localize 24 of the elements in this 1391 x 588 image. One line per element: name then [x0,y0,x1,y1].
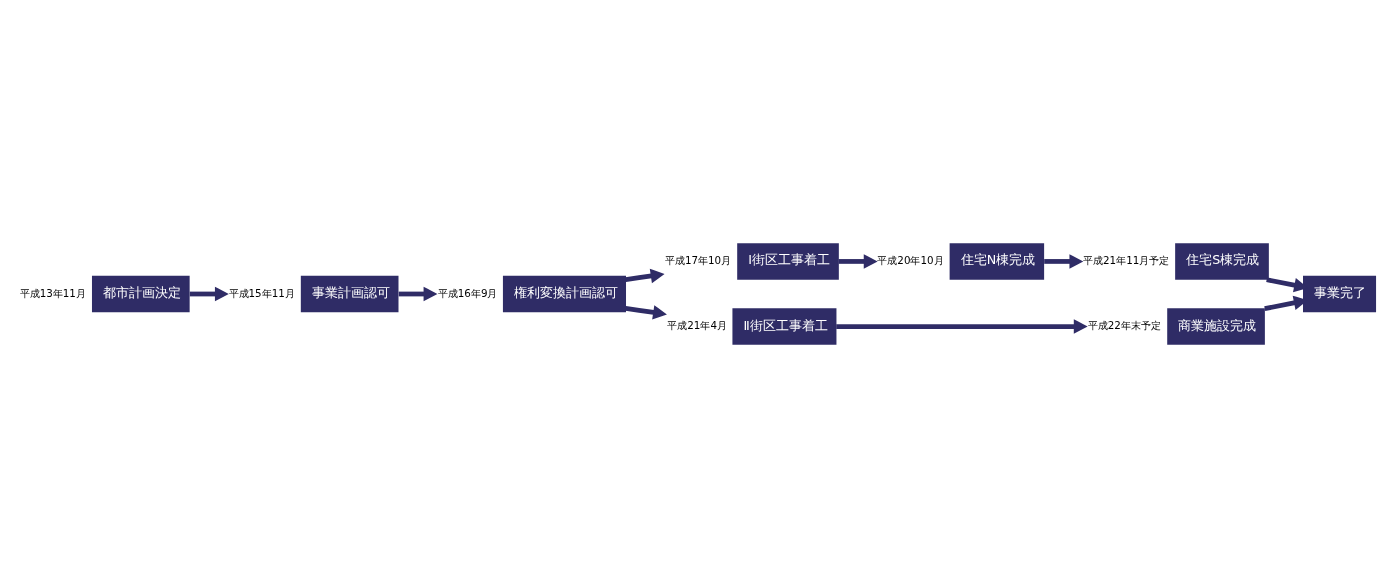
node-box: 権利変換計画認可 [502,275,626,313]
arrow [398,286,438,302]
node-box: 住宅S棟完成 [1175,243,1269,280]
arrow [838,254,878,269]
node-box: 事業計画認可 [300,275,399,313]
node-box: 都市計画決定 [91,275,190,313]
arrow [625,305,667,320]
arrow [836,319,1088,334]
node-label: 平成21年4月 [667,319,727,332]
node-box: Ⅰ街区工事着工 [737,243,839,280]
node-label: 平成13年11月 [19,286,86,299]
node-label: 平成21年11月予定 [1083,254,1170,267]
node-label: 平成20年10月 [877,254,944,267]
node-box: Ⅱ街区工事着工 [732,308,837,345]
node-label: 平成22年末予定 [1087,319,1161,332]
arrow [625,268,665,284]
node-label: 平成15年11月 [228,286,295,299]
node-box: 事業完了 [1303,275,1377,313]
node-box: 商業施設完成 [1167,308,1265,345]
node-label: 平成17年10月 [664,254,732,267]
arrow [1044,254,1084,269]
node-box: 住宅N棟完成 [949,243,1045,280]
arrow [189,286,229,302]
node-label: 平成16年9月 [437,286,498,299]
